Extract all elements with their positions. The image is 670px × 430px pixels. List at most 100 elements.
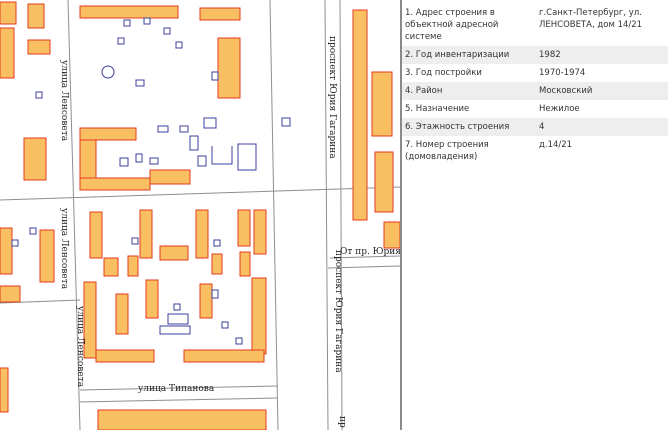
object-outline[interactable]: [211, 289, 219, 299]
objects-layer: [11, 17, 291, 345]
street-labels: улица Ленсовета улица Ленсовета проспект…: [59, 36, 400, 428]
table-row: 4. Район Московский: [402, 82, 668, 100]
object-outline[interactable]: [143, 17, 151, 25]
building[interactable]: [237, 209, 251, 247]
object-outline[interactable]: [189, 135, 199, 151]
buildings-layer: [0, 1, 400, 430]
street-label: улица Типанова: [138, 384, 215, 394]
street-label: улица Ленсовета: [59, 60, 69, 142]
building[interactable]: [79, 5, 179, 19]
object-outline[interactable]: [167, 313, 189, 325]
building[interactable]: [127, 255, 139, 277]
object-outline[interactable]: [35, 91, 43, 99]
building[interactable]: [149, 169, 191, 185]
object-outline[interactable]: [131, 237, 139, 245]
object-outline[interactable]: [235, 337, 243, 345]
object-outline[interactable]: [135, 153, 143, 163]
attribute-label: 6. Этажность строения: [402, 118, 536, 136]
street-label: От пр. Юрия: [340, 247, 400, 257]
street-label: проспект Юрия Гагарина: [327, 36, 337, 159]
building[interactable]: [195, 209, 209, 259]
road-lines: [0, 0, 400, 430]
attribute-label: 3. Год постройки: [405, 68, 482, 78]
object-outline[interactable]: [281, 117, 291, 127]
building[interactable]: [139, 209, 153, 259]
object-outline[interactable]: [119, 157, 129, 167]
attribute-label: 5. Назначение: [405, 104, 470, 114]
object-outline[interactable]: [101, 65, 115, 79]
map-canvas[interactable]: улица Ленсовета улица Ленсовета проспект…: [0, 0, 400, 430]
object-outline[interactable]: [179, 125, 189, 133]
building[interactable]: [239, 251, 251, 277]
building[interactable]: [374, 151, 394, 213]
building[interactable]: [79, 177, 151, 191]
object-outline[interactable]: [197, 155, 207, 167]
object-outline[interactable]: [159, 325, 191, 335]
street-label: улица Ленсовета: [75, 306, 85, 388]
building[interactable]: [0, 1, 17, 25]
table-row: 3. Год постройки 1970-1974: [402, 64, 668, 82]
attribute-label: 2. Год инвентаризации: [402, 46, 536, 64]
object-outline[interactable]: [213, 239, 221, 247]
building[interactable]: [0, 227, 13, 275]
building[interactable]: [89, 211, 103, 259]
object-outline[interactable]: [175, 41, 183, 49]
object-outline[interactable]: [157, 125, 169, 133]
map-view[interactable]: улица Ленсовета улица Ленсовета проспект…: [0, 0, 400, 430]
attributes-table: 1. Адрес строения в объектной адресной с…: [402, 4, 668, 166]
building[interactable]: [199, 283, 213, 319]
table-row: 6. Этажность строения 4: [402, 118, 668, 136]
object-outline[interactable]: [173, 303, 181, 311]
object-outline[interactable]: [221, 321, 229, 329]
table-row: 5. Назначение Нежилое: [402, 100, 668, 118]
object-outline[interactable]: [163, 27, 171, 35]
object-outline[interactable]: [203, 117, 217, 129]
building[interactable]: [183, 349, 265, 363]
building[interactable]: [199, 7, 241, 21]
object-outline[interactable]: [149, 157, 159, 165]
attribute-value: д.14/21: [539, 140, 573, 150]
building[interactable]: [83, 281, 97, 359]
object-outline[interactable]: [211, 146, 233, 165]
attribute-value: Нежилое: [539, 104, 580, 114]
panel-divider[interactable]: [400, 0, 402, 430]
building[interactable]: [0, 285, 21, 303]
building[interactable]: [251, 277, 267, 355]
building[interactable]: [0, 27, 15, 79]
object-outline[interactable]: [237, 143, 257, 171]
building[interactable]: [253, 209, 267, 255]
attribute-label: 1. Адрес строения в объектной адресной с…: [405, 8, 499, 42]
object-outline[interactable]: [123, 19, 131, 27]
building[interactable]: [23, 137, 47, 181]
building[interactable]: [371, 71, 393, 137]
building[interactable]: [145, 279, 159, 319]
object-outline[interactable]: [211, 71, 219, 81]
object-outline[interactable]: [117, 37, 125, 45]
building[interactable]: [103, 257, 119, 277]
building[interactable]: [79, 139, 97, 179]
building[interactable]: [217, 37, 241, 99]
building[interactable]: [115, 293, 129, 335]
attribute-value: 4: [536, 118, 668, 136]
building[interactable]: [383, 221, 400, 249]
object-outline[interactable]: [135, 79, 145, 87]
table-row: 7. Номер строения (домовладения) д.14/21: [402, 136, 668, 166]
building[interactable]: [211, 253, 223, 275]
attributes-panel: 1. Адрес строения в объектной адресной с…: [402, 0, 670, 430]
attribute-value: Московский: [536, 82, 668, 100]
building[interactable]: [79, 127, 137, 141]
object-outline[interactable]: [29, 227, 37, 235]
building[interactable]: [97, 409, 267, 430]
street-label: улица Ленсовета: [59, 208, 69, 290]
building[interactable]: [27, 39, 51, 55]
building[interactable]: [95, 349, 155, 363]
attribute-value: г.Санкт-Петербург, ул. ЛЕНСОВЕТА, дом 14…: [539, 8, 643, 30]
building[interactable]: [352, 9, 368, 221]
object-outline[interactable]: [11, 239, 19, 247]
building[interactable]: [27, 3, 45, 29]
building[interactable]: [0, 367, 9, 413]
attribute-label: 7. Номер строения (домовладения): [405, 140, 489, 162]
building[interactable]: [159, 245, 189, 261]
attribute-label: 4. Район: [402, 82, 536, 100]
building[interactable]: [39, 229, 55, 283]
